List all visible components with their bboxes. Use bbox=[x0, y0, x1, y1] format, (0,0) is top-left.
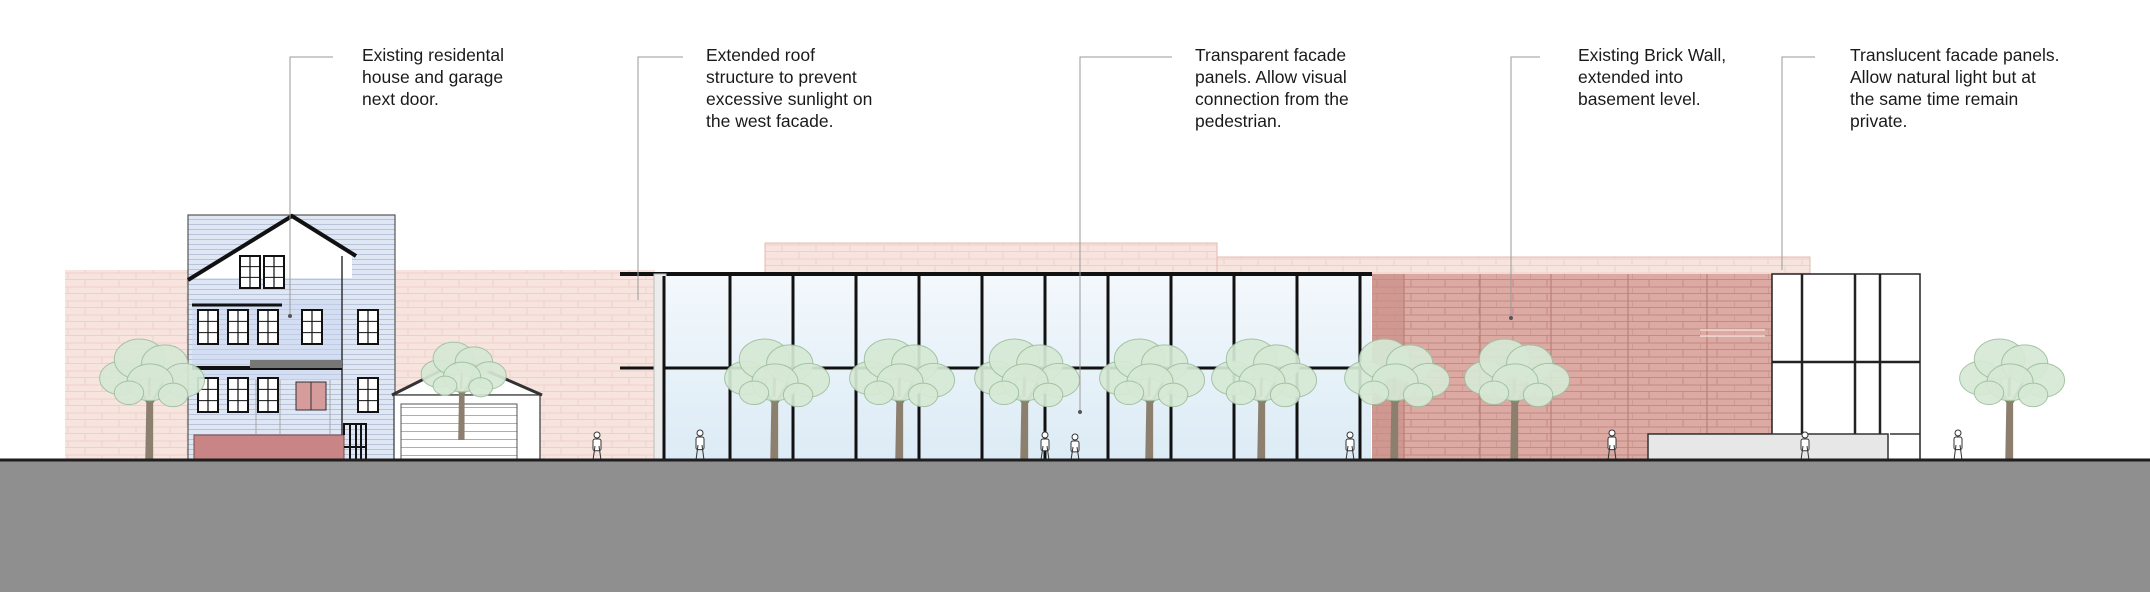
house-window bbox=[227, 309, 249, 345]
tree bbox=[1344, 338, 1451, 461]
street-trees bbox=[99, 338, 2066, 461]
tree bbox=[1464, 338, 1571, 461]
house-window bbox=[257, 377, 279, 413]
pedestrians bbox=[592, 429, 1963, 461]
tree bbox=[724, 338, 831, 461]
callout-leader-lines bbox=[289, 56, 1815, 412]
leader-end-dots bbox=[288, 314, 1513, 414]
pedestrian bbox=[592, 431, 602, 461]
callout-transparent-facade: Transparent facade panels. Allow visual … bbox=[1195, 45, 1349, 131]
pedestrian bbox=[695, 429, 705, 461]
building-signage bbox=[1700, 329, 1765, 337]
leader-residential-house bbox=[289, 56, 333, 316]
tree bbox=[1099, 338, 1206, 461]
tree bbox=[1211, 338, 1318, 461]
leader-transparent-facade bbox=[1079, 56, 1172, 412]
garage bbox=[391, 358, 543, 461]
pedestrian bbox=[1607, 429, 1617, 461]
ground bbox=[0, 458, 2150, 592]
tree bbox=[974, 338, 1081, 461]
pedestrian bbox=[1040, 431, 1050, 461]
residential-house bbox=[186, 213, 396, 461]
callout-brick-wall: Existing Brick Wall, extended into basem… bbox=[1578, 45, 1727, 109]
callout-residential-house: Existing residental house and garage nex… bbox=[362, 45, 505, 109]
house-window bbox=[239, 255, 261, 289]
translucent-facade bbox=[1647, 273, 1921, 461]
house-window bbox=[301, 309, 323, 345]
house-window bbox=[263, 255, 285, 289]
callout-extended-roof: Extended roof structure to prevent exces… bbox=[706, 45, 873, 131]
house-window bbox=[357, 377, 379, 413]
leader-extended-roof bbox=[637, 56, 683, 300]
callout-translucent-facade: Translucent facade panels. Allow natural… bbox=[1850, 45, 2060, 131]
pedestrian bbox=[1953, 429, 1963, 461]
pedestrian bbox=[1070, 433, 1080, 461]
tree bbox=[849, 338, 956, 461]
house-window bbox=[197, 309, 219, 345]
house-window bbox=[227, 377, 249, 413]
leader-brick-wall bbox=[1510, 56, 1540, 318]
pedestrian bbox=[1345, 431, 1355, 461]
leader-translucent-facade bbox=[1781, 56, 1815, 270]
tree bbox=[1959, 338, 2066, 461]
tree bbox=[99, 338, 206, 461]
house-window bbox=[357, 309, 379, 345]
pedestrian bbox=[1800, 431, 1810, 461]
tree bbox=[420, 341, 507, 441]
house-window bbox=[257, 309, 279, 345]
